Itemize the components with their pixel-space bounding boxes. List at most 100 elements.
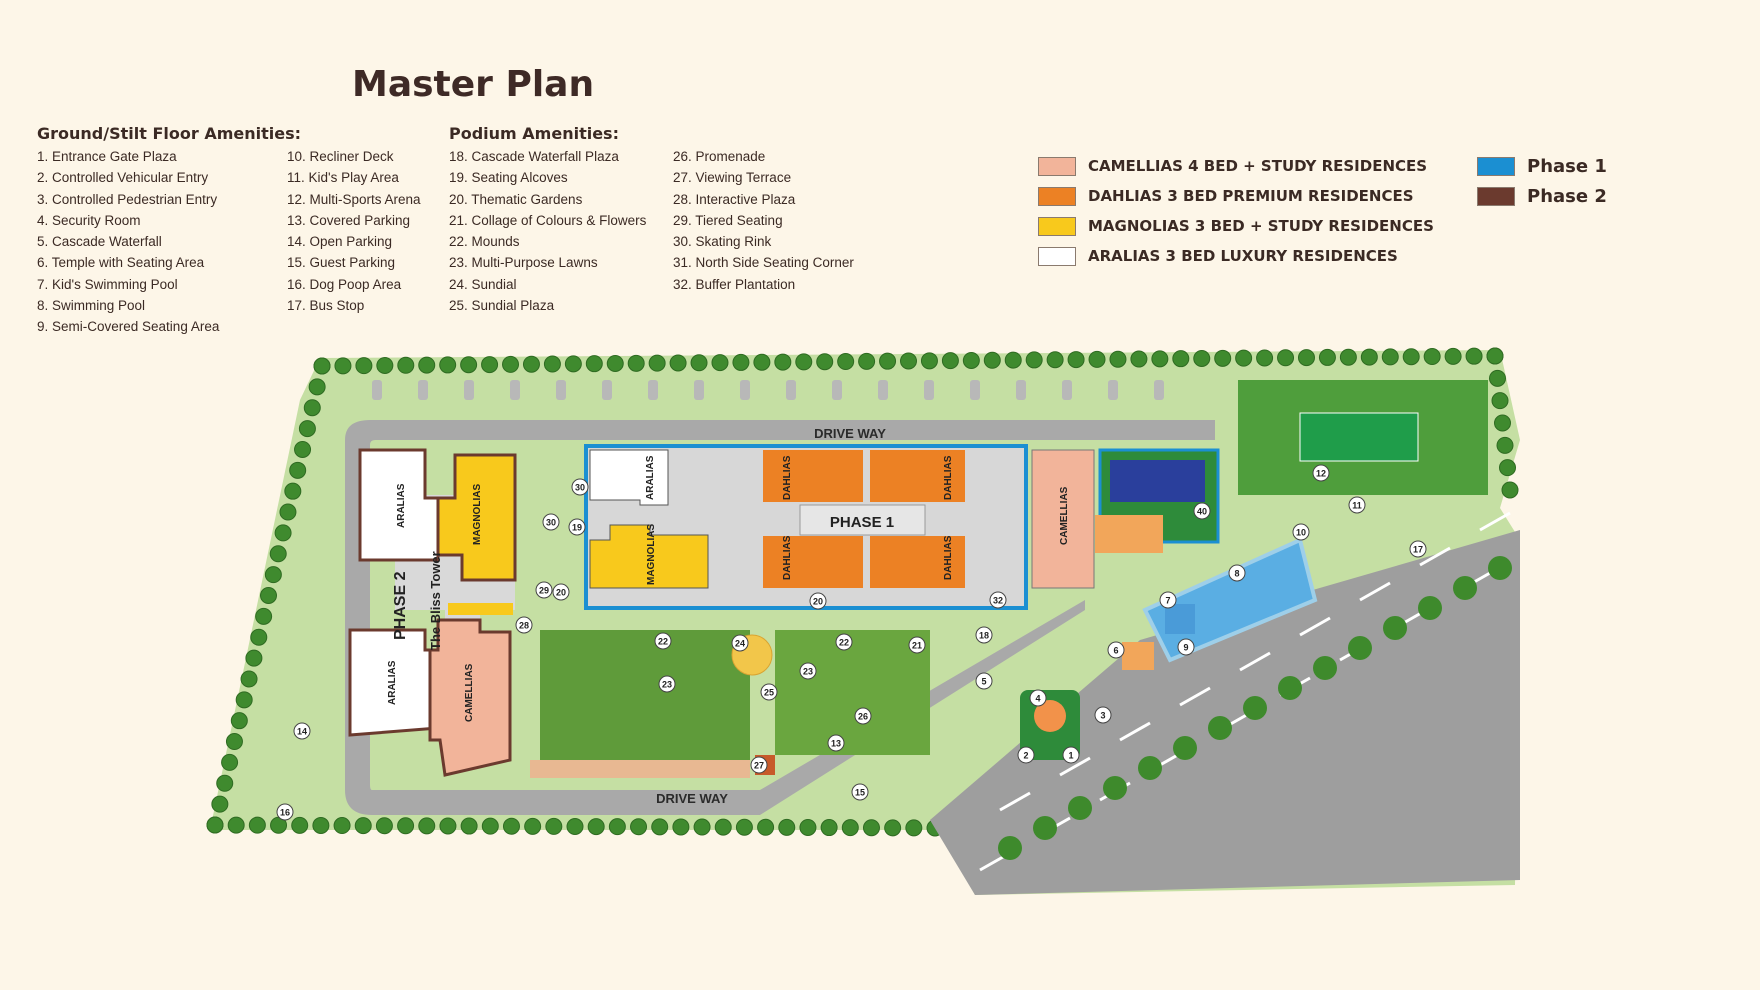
parking-spot	[740, 380, 750, 400]
marker-circle	[750, 756, 768, 774]
marker-number: 1	[1068, 751, 1073, 761]
legend-swatch	[1038, 156, 1076, 176]
tree	[774, 353, 792, 371]
marker-number: 25	[764, 688, 774, 698]
tree	[524, 817, 542, 835]
tree	[439, 356, 457, 374]
amenity-marker: 26	[854, 707, 872, 725]
security-room	[1034, 700, 1066, 732]
lane-dash	[1179, 686, 1211, 707]
amenity-marker: 22	[654, 632, 672, 650]
amenity-item: 9. Semi-Covered Seating Area	[37, 319, 220, 335]
residence-legend: CAMELLIAS 4 BED + STUDY RESIDENCES DAHLIA…	[1038, 151, 1434, 271]
legend-label: ARALIAS 3 BED LUXURY RESIDENCES	[1088, 247, 1398, 265]
amenity-marker: 28	[515, 616, 533, 634]
amenity-marker: 3	[1094, 706, 1112, 724]
amenity-item: 19. Seating Alcoves	[449, 170, 568, 186]
tree	[206, 816, 224, 834]
median-tree	[1313, 656, 1337, 680]
marker-circle	[835, 633, 853, 651]
multi-purpose-lawn	[540, 630, 750, 760]
marker-circle	[658, 675, 676, 693]
legend-label: MAGNOLIAS 3 BED + STUDY RESIDENCES	[1088, 217, 1434, 235]
tree	[225, 733, 243, 751]
tree	[837, 353, 855, 371]
marker-number: 5	[981, 677, 986, 687]
marker-number: 16	[280, 808, 290, 818]
amenity-marker: 11	[1348, 496, 1366, 514]
parking-spot	[648, 380, 658, 400]
marker-number: 8	[1234, 569, 1239, 579]
parking-spot	[602, 380, 612, 400]
amenity-marker: 21	[908, 636, 926, 654]
amenity-item: 20. Thematic Gardens	[449, 191, 583, 207]
drive-way-top-label: DRIVE WAY	[814, 426, 886, 441]
tree	[1172, 350, 1190, 368]
parking-spot	[418, 380, 428, 400]
legend-swatch	[1038, 216, 1076, 236]
marker-number: 22	[658, 637, 668, 647]
amenity-marker: 30	[571, 478, 589, 496]
tree	[264, 566, 282, 584]
marker-circle	[799, 662, 817, 680]
dahlias-tower-3	[763, 536, 863, 588]
marker-number: 11	[1352, 501, 1362, 511]
tree	[799, 818, 817, 836]
dahlias-label-4: DAHLIAS	[943, 535, 954, 580]
legend-item: DAHLIAS 3 BED PREMIUM RESIDENCES	[1038, 181, 1434, 211]
amenity-marker: 12	[1312, 464, 1330, 482]
tree	[312, 816, 330, 834]
tree	[308, 378, 326, 396]
marker-circle	[989, 591, 1007, 609]
amenity-item: 28. Interactive Plaza	[673, 191, 796, 207]
tree	[1496, 436, 1514, 454]
tree	[481, 817, 499, 835]
page-title: Master Plan	[352, 64, 595, 105]
marker-number: 21	[912, 641, 922, 651]
camellias-label-1: CAMELLIAS	[464, 663, 475, 722]
amenity-marker: 24	[731, 634, 749, 652]
tree	[284, 482, 302, 500]
tree	[1465, 347, 1483, 365]
marker-number: 24	[735, 639, 745, 649]
tree	[690, 354, 708, 372]
temple-area	[1122, 642, 1154, 670]
tree	[1423, 348, 1441, 366]
phase-1-core	[799, 504, 926, 536]
tree	[313, 357, 331, 375]
amenity-marker: 15	[851, 783, 869, 801]
tree	[920, 352, 938, 370]
amenity-marker: 23	[799, 662, 817, 680]
legend-label: CAMELLIAS 4 BED + STUDY RESIDENCES	[1088, 157, 1428, 175]
tree	[227, 816, 245, 834]
amenity-marker: 10	[1292, 523, 1310, 541]
aralias-label-3: ARALIAS	[645, 455, 656, 500]
median-tree	[1278, 676, 1302, 700]
amenity-item: 1. Entrance Gate Plaza	[37, 149, 177, 164]
amenity-marker: 1	[1062, 746, 1080, 764]
amenity-item: 22. Mounds	[449, 234, 520, 250]
camellias-tower-phase1	[1031, 449, 1095, 589]
phase-2-label: PHASE 2	[392, 571, 409, 640]
tree	[245, 649, 263, 667]
amenity-marker: 25	[760, 683, 778, 701]
marker-number: 3	[1100, 711, 1105, 721]
legend-item: CAMELLIAS 4 BED + STUDY RESIDENCES	[1038, 151, 1434, 181]
amenity-marker: 27	[750, 756, 768, 774]
median-tree	[1173, 736, 1197, 760]
amenity-item: 24. Sundial	[449, 276, 517, 292]
amenity-item: 10. Recliner Deck	[287, 149, 394, 164]
tree	[1130, 350, 1148, 368]
tree	[1151, 350, 1169, 368]
marker-circle	[908, 636, 926, 654]
median-tree	[1418, 596, 1442, 620]
marker-number: 23	[662, 680, 672, 690]
legend-swatch	[1038, 186, 1076, 206]
marker-number: 12	[1316, 469, 1326, 479]
marker-circle	[731, 634, 749, 652]
tree	[543, 355, 561, 373]
tree	[250, 628, 268, 646]
tree	[714, 818, 732, 836]
